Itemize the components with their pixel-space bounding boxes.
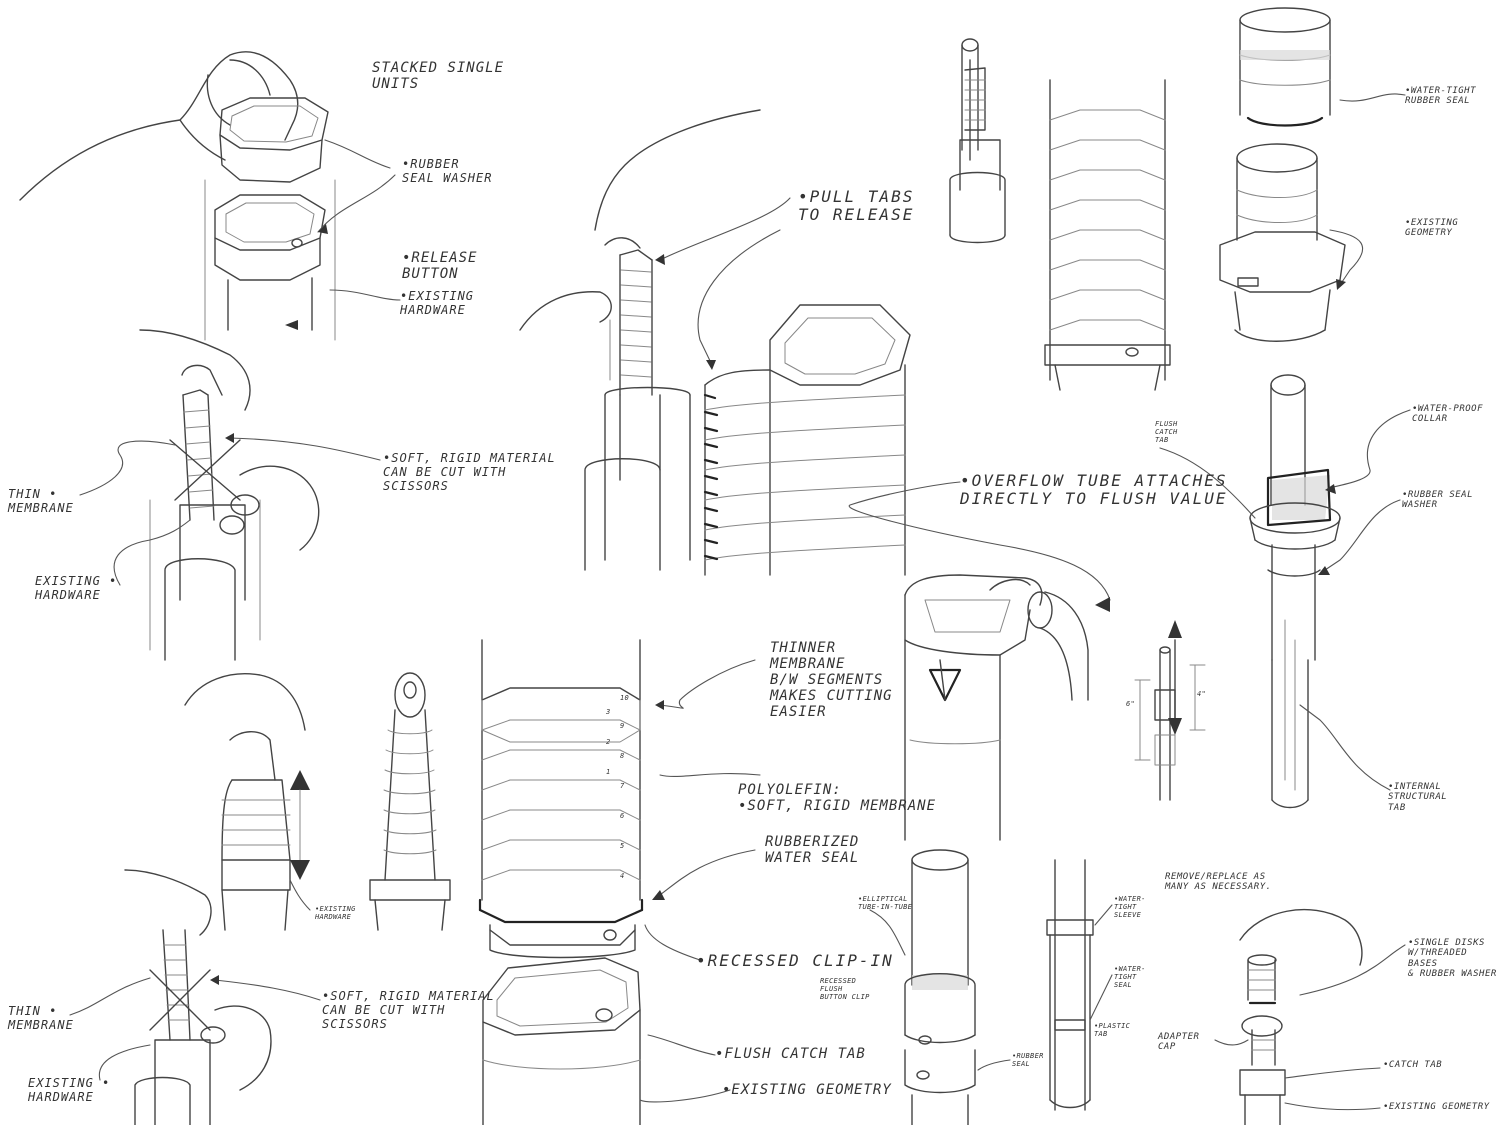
label-recessed-flush-button-clip: RECESSED FLUSH BUTTON CLIP — [820, 977, 870, 1002]
label-internal-structural-tab: •INTERNAL STRUCTURAL TAB — [1388, 782, 1448, 813]
single-disks-sketch — [1214, 908, 1406, 1125]
label-release-button: •RELEASE BUTTON — [402, 250, 478, 283]
overflow-tube-sketch — [848, 481, 1111, 841]
segment-number: 6 — [620, 812, 625, 820]
water-tight-seal-sketch — [1219, 7, 1406, 342]
label-existing-geometry-top: •EXISTING GEOMETRY — [1405, 218, 1459, 239]
label-flush-catch-tab: •FLUSH CATCH TAB — [715, 1046, 866, 1062]
label-single-disks: •SINGLE DISKS W/THREADED BASES & RUBBER … — [1408, 938, 1497, 980]
label-existing-hardware-1: •EXISTING HARDWARE — [400, 289, 475, 317]
segment-number: 8 — [620, 752, 625, 760]
segmented-tube-sketch — [478, 639, 761, 1125]
label-recessed-clip-in: •RECESSED CLIP-IN — [696, 951, 894, 970]
segment-number: 5 — [620, 842, 625, 850]
label-water-tight-seal: •WATER- TIGHT SEAL — [1114, 965, 1146, 990]
label-adapter-cap: ADAPTER CAP — [1158, 1032, 1200, 1053]
label-polyolefin: POLYOLEFIN: •SOFT, RIGID MEMBRANE — [738, 782, 937, 815]
segmented-plug-sketch — [369, 672, 451, 931]
label-water-proof-collar: •WATER-PROOF COLLAR — [1412, 404, 1484, 425]
label-existing-hardware-3: •EXISTING HARDWARE — [315, 905, 356, 922]
pull-tabs-sketch — [519, 109, 791, 571]
label-rubber-seal-washer-right: •RUBBER SEAL WASHER — [1402, 490, 1474, 511]
label-existing-geometry-small: •EXISTING GEOMETRY — [1383, 1102, 1490, 1112]
label-soft-rigid-material-1: •SOFT, RIGID MATERIAL CAN BE CUT WITH SC… — [383, 451, 556, 493]
segment-number: 10 — [620, 694, 630, 702]
label-overflow-tube: •OVERFLOW TUBE ATTACHES DIRECTLY TO FLUS… — [960, 471, 1228, 509]
left-cutting-sketch — [79, 329, 381, 661]
left-lower-plug-sketch — [184, 673, 311, 931]
label-thin-membrane-2: THIN • MEMBRANE — [8, 1004, 74, 1032]
label-catch-tab: •CATCH TAB — [1383, 1060, 1443, 1070]
water-tight-sleeve-sketch — [1046, 859, 1113, 1111]
segment-number: 9 — [620, 722, 625, 730]
label-remove-replace: REMOVE/REPLACE AS MANY AS NECESSARY. — [1165, 872, 1272, 893]
segment-number: 3 — [606, 708, 611, 716]
label-thinner-membrane: THINNER MEMBRANE B/W SEGMENTS MAKES CUTT… — [770, 640, 893, 721]
collar-assembly-sketch — [1159, 374, 1411, 809]
label-rubber-seal-washer: •RUBBER SEAL WASHER — [402, 157, 493, 185]
top-right-ribbed-column — [1044, 79, 1171, 391]
top-left-assembly-sketch — [19, 51, 401, 341]
label-elliptical-tube: •ELLIPTICAL TUBE-IN-TUBE — [858, 895, 913, 912]
left-bottom-cutting-sketch — [69, 869, 321, 1125]
top-right-small-assembly — [949, 38, 1006, 244]
label-existing-hardware-4: EXISTING • HARDWARE — [28, 1076, 111, 1104]
segment-number: 4 — [620, 872, 625, 880]
label-existing-hardware-2: EXISTING • HARDWARE — [35, 574, 118, 602]
segment-number: 7 — [620, 782, 625, 790]
label-water-tight-rubber-seal: •WATER-TIGHT RUBBER SEAL — [1405, 86, 1477, 107]
label-thin-membrane-1: THIN • MEMBRANE — [8, 487, 74, 515]
segment-number: 1 — [606, 768, 611, 776]
dimension-six-inch: 6" — [1126, 700, 1136, 708]
label-rubberized-water-seal: RUBBERIZED WATER SEAL — [765, 834, 860, 867]
label-plastic-tab: •PLASTIC TAB — [1094, 1022, 1131, 1039]
dimension-four-inch: 4" — [1197, 690, 1207, 698]
label-existing-geometry-bottom: •EXISTING GEOMETRY — [722, 1082, 892, 1098]
label-rubber-seal-small: •RUBBER SEAL — [1012, 1052, 1044, 1069]
label-stacked-single-units: STACKED SINGLE UNITS — [372, 60, 505, 93]
dimension-detail-sketch — [1134, 620, 1206, 801]
label-flush-catch-tab-small: FLUSH CATCH TAB — [1155, 420, 1178, 445]
elliptical-tube-sketch — [869, 849, 1011, 1125]
segment-number: 2 — [606, 738, 611, 746]
ribbed-column-sketch — [697, 229, 911, 576]
label-water-tight-sleeve: •WATER- TIGHT SLEEVE — [1114, 895, 1146, 920]
label-pull-tabs: •PULL TABS TO RELEASE — [798, 187, 915, 225]
label-soft-rigid-material-2: •SOFT, RIGID MATERIAL CAN BE CUT WITH SC… — [322, 989, 495, 1031]
